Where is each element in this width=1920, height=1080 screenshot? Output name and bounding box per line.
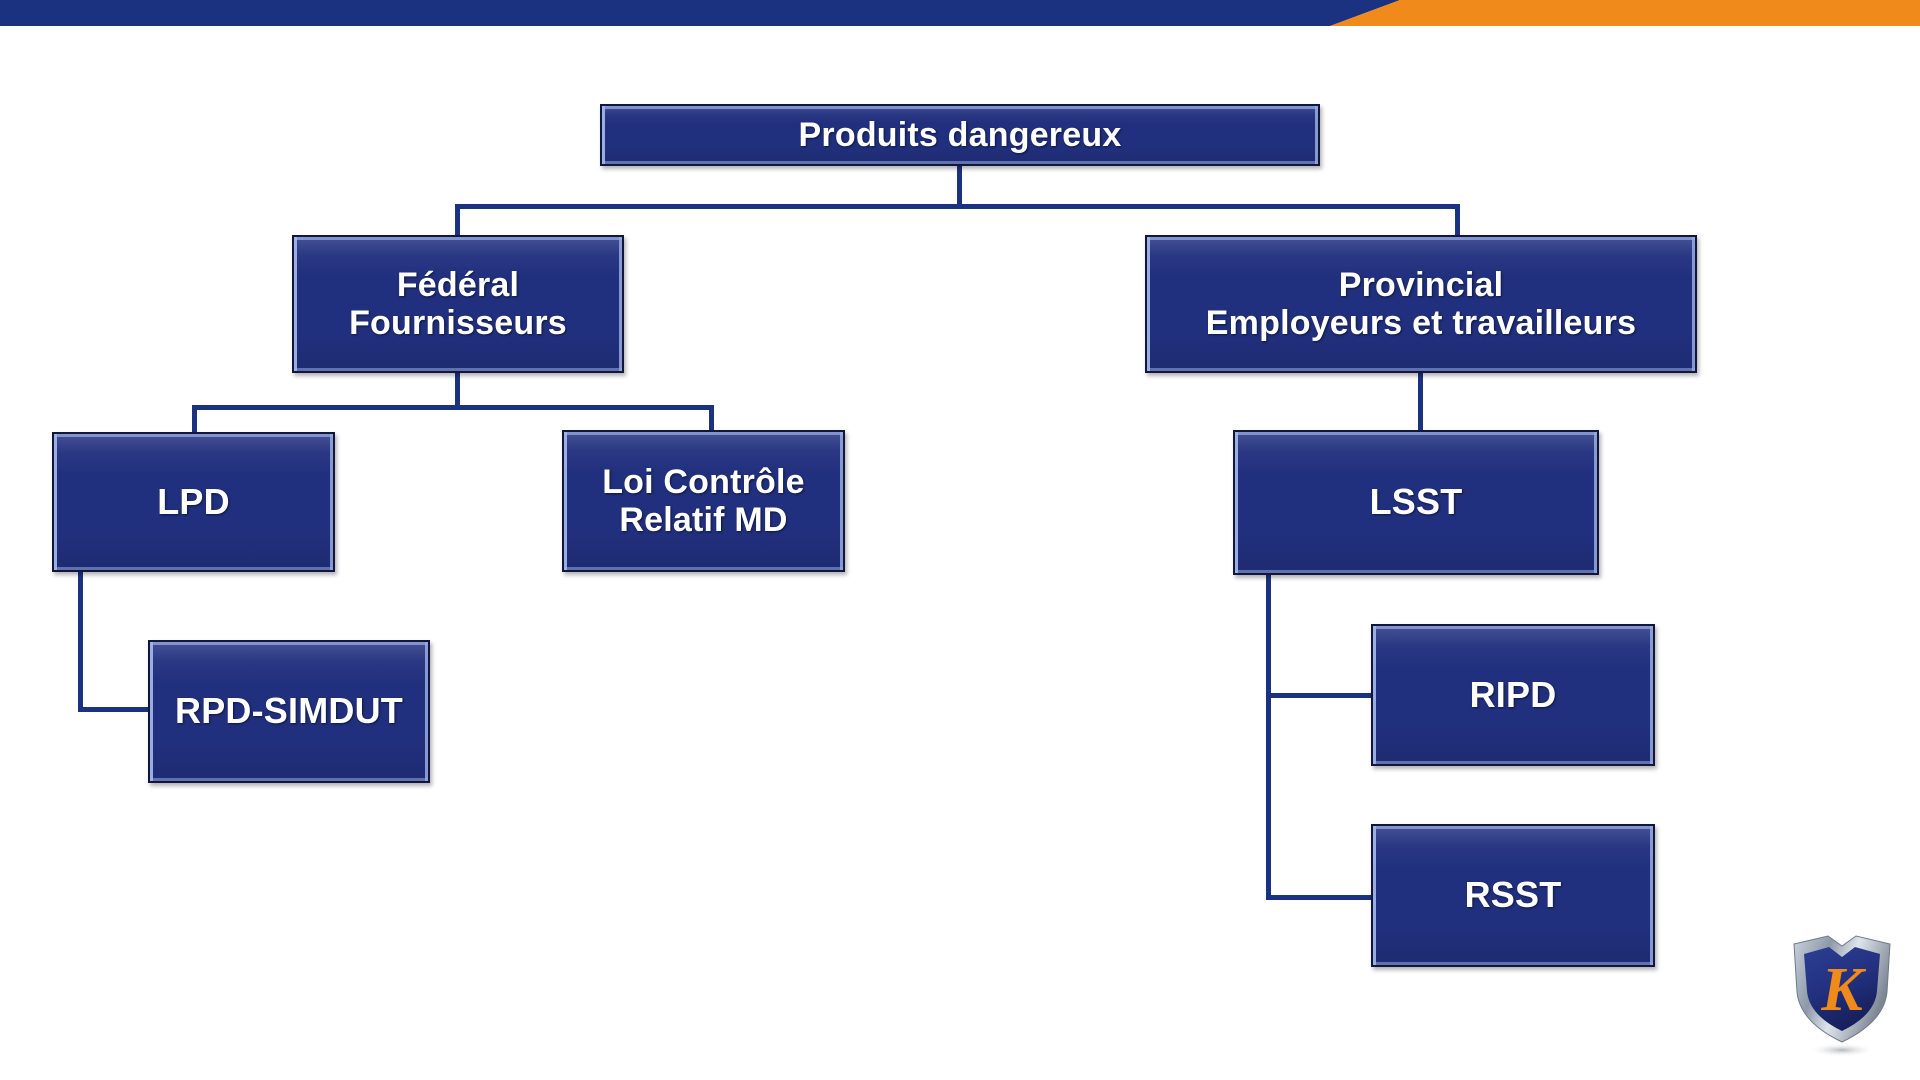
node-label: Loi Contrôle Relatif MD [602,462,805,539]
connector-root-stem [957,166,962,208]
logo-letter: K [1820,956,1866,1024]
node-produits-dangereux[interactable]: Produits dangereux [600,104,1320,166]
connector-to-federal [455,204,460,238]
connector-lsst-drop [1266,575,1271,900]
banner-orange-segment [1330,0,1920,26]
node-label: Fédéral Fournisseurs [349,265,567,342]
connector-lpd-drop [78,572,83,712]
node-federal-fournisseurs[interactable]: Fédéral Fournisseurs [292,235,624,373]
top-banner [0,0,1920,26]
connector-provincial-to-lsst [1418,373,1423,433]
connector-to-provincial [1455,204,1460,238]
node-label: Produits dangereux [798,115,1122,154]
logo-shadow [1808,1043,1876,1057]
node-label: LPD [157,480,230,522]
node-label: RPD-SIMDUT [175,690,403,732]
shield-k-logo: K [1788,930,1896,1062]
node-rsst[interactable]: RSST [1371,824,1655,967]
node-provincial-employeurs-travailleurs[interactable]: Provincial Employeurs et travailleurs [1145,235,1697,373]
connector-lsst-to-ripd [1266,693,1376,698]
node-lsst[interactable]: LSST [1233,430,1599,575]
node-ripd[interactable]: RIPD [1371,624,1655,766]
shield-inner [1804,947,1880,1031]
connector-to-lpd [192,405,197,435]
node-label: Provincial Employeurs et travailleurs [1205,265,1637,342]
connector-root-bus [455,204,1460,209]
node-label: LSST [1369,481,1463,523]
connector-lpd-to-rpd-simdut [78,707,153,712]
node-rpd-simdut[interactable]: RPD-SIMDUT [148,640,430,783]
node-lpd[interactable]: LPD [52,432,335,572]
connector-lsst-to-rsst [1266,895,1376,900]
connector-federal-stem [455,373,460,409]
node-label: RIPD [1469,673,1557,715]
banner-blue-segment [0,0,1400,26]
node-label: RSST [1464,874,1562,916]
connector-to-loi-controle [709,405,714,433]
connector-federal-bus [192,405,714,410]
node-loi-controle-relatif-md[interactable]: Loi Contrôle Relatif MD [562,430,845,572]
